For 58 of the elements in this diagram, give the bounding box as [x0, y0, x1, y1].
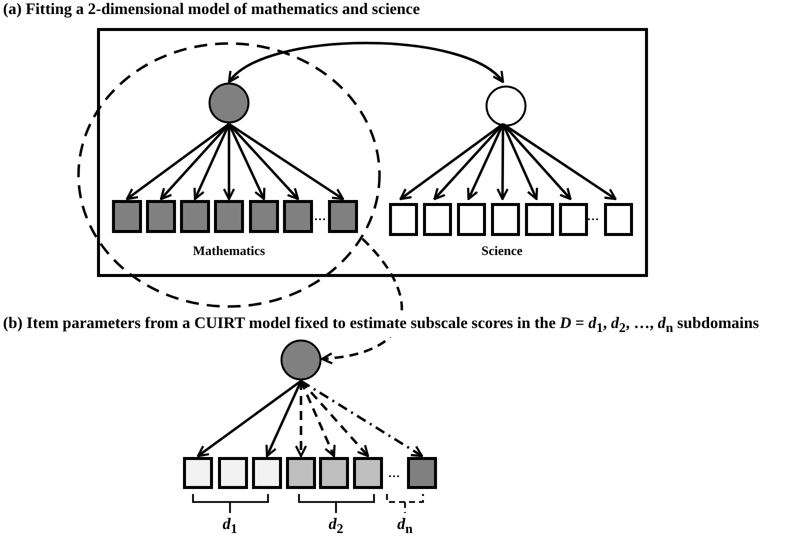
item-box — [218, 457, 248, 489]
item-box — [252, 457, 282, 489]
item-box — [407, 457, 437, 489]
item-box — [283, 200, 313, 233]
arrow — [196, 380, 302, 458]
arrow — [300, 380, 370, 458]
arrow — [300, 380, 424, 458]
item-box — [286, 457, 316, 489]
latent-circle — [208, 82, 250, 124]
ellipsis: … — [314, 210, 326, 222]
item-box — [183, 457, 213, 489]
subdomain-label: d$_{n}$ — [397, 517, 413, 536]
arrow — [320, 238, 403, 364]
item-box — [328, 200, 358, 233]
heading: (a) Fitting a 2-dimensional model of mathematics and science — [3, 2, 420, 18]
item-box — [457, 203, 486, 236]
arrow — [222, 124, 236, 200]
item-box — [525, 203, 554, 236]
subdomain-label: d$_{1}$ — [222, 517, 238, 536]
item-box — [423, 203, 452, 236]
item-box — [146, 200, 176, 233]
latent-circle — [280, 339, 322, 381]
arrow — [193, 123, 230, 200]
subdomain-label: d$_{2}$ — [328, 517, 344, 536]
item-box — [112, 200, 142, 233]
arrow — [399, 123, 504, 200]
arrow — [502, 122, 617, 200]
item-box — [491, 203, 520, 236]
arrow — [467, 123, 504, 200]
arrow — [502, 123, 572, 200]
item-box — [604, 203, 633, 236]
arrow — [126, 123, 230, 200]
arrow — [160, 123, 230, 200]
group-label: Science — [481, 244, 523, 256]
item-box — [389, 203, 418, 236]
arrow — [294, 381, 308, 458]
arrow — [502, 124, 538, 200]
arrow — [496, 124, 509, 200]
item-box — [180, 200, 210, 233]
item-box — [559, 203, 588, 236]
arrow — [228, 123, 266, 200]
item-box — [214, 200, 244, 233]
dashed-ellipse — [77, 42, 381, 308]
ellipsis: … — [388, 467, 400, 479]
arrow — [433, 123, 504, 200]
arrow — [228, 123, 300, 200]
latent-circle — [485, 85, 527, 127]
arrow — [228, 122, 344, 200]
subheading: (b) Item parameters from a CUIRT model fixed to estimate subscale scores in the D = d$_{1}$, d$_{2}$, …, d$_{n}$ subdomains — [3, 314, 759, 337]
item-box — [353, 457, 383, 489]
frame-box — [97, 28, 648, 277]
arrow — [265, 380, 302, 458]
arrow — [300, 380, 336, 458]
curved-arrow — [228, 42, 504, 84]
item-box — [249, 200, 279, 233]
ellipsis: … — [587, 210, 599, 222]
group-label: Mathematics — [192, 244, 266, 256]
item-box — [319, 457, 349, 489]
